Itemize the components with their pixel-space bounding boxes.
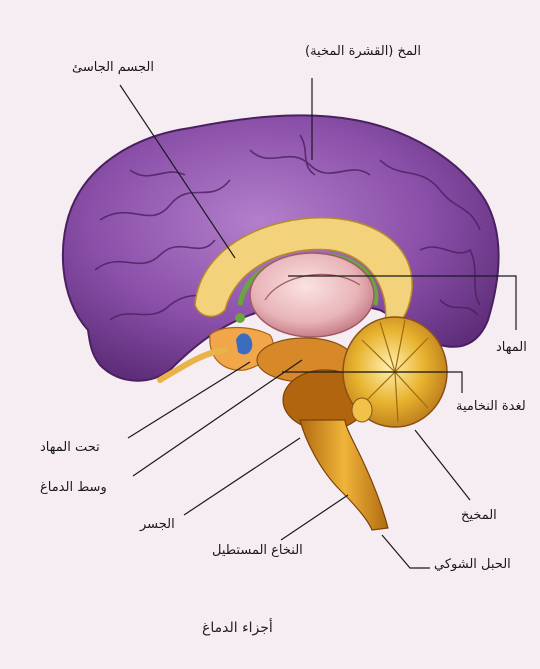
label-midbrain: وسط الدماغ xyxy=(40,480,107,495)
label-pineal-gland: لغدة النخامية xyxy=(456,399,526,414)
leader-medulla xyxy=(281,495,348,540)
label-thalamus: المهاد xyxy=(496,340,527,355)
label-pons: الجسر xyxy=(140,517,175,532)
medulla-shape xyxy=(300,420,388,530)
leader-pons xyxy=(184,438,300,515)
diagram-caption: أجزاء الدماغ xyxy=(202,620,273,636)
green-node-shape xyxy=(235,313,245,323)
leader-cerebellum xyxy=(415,430,470,500)
label-cerebellum: المخيخ xyxy=(461,508,497,523)
label-spinal-cord: الحبل الشوكي xyxy=(434,557,511,572)
label-cerebrum: المخ (القشرة المخية) xyxy=(305,44,421,59)
label-medulla: النخاع المستطيل xyxy=(212,543,303,558)
pineal-shape xyxy=(352,398,372,422)
label-corpus-callosum: الجسم الجاسئ xyxy=(72,60,154,75)
label-hypothalamus: تحت المهاد xyxy=(40,440,100,455)
leader-spinal-cord xyxy=(382,535,430,568)
